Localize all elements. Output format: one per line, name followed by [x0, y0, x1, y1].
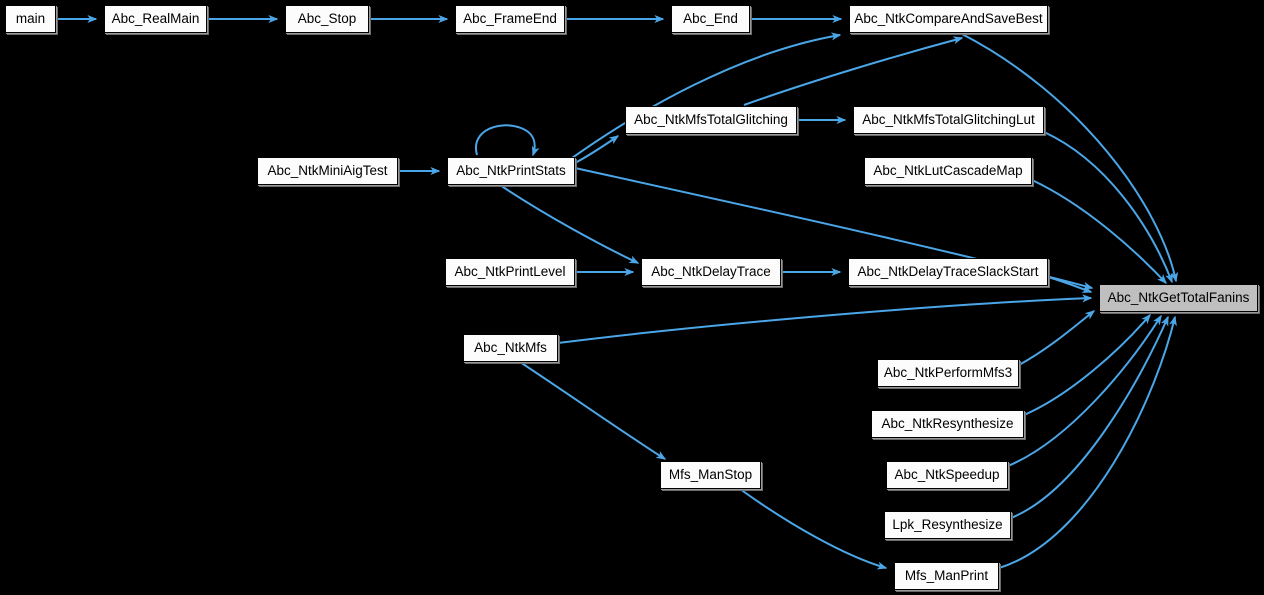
node-label: Abc_NtkMfsTotalGlitching — [634, 112, 788, 128]
node-Abc_End[interactable]: Abc_End — [671, 5, 750, 33]
node-Abc_NtkMiniAigTest[interactable]: Abc_NtkMiniAigTest — [257, 157, 398, 185]
node-label: Abc_NtkMfsTotalGlitchingLut — [862, 112, 1035, 128]
node-label: Abc_End — [683, 11, 738, 27]
node-Abc_NtkMfsTotalGlitchingLut[interactable]: Abc_NtkMfsTotalGlitchingLut — [853, 106, 1044, 134]
node-Abc_FrameEnd[interactable]: Abc_FrameEnd — [455, 5, 565, 33]
edge-glitchinglut-to-gettotalfanins — [1043, 131, 1173, 284]
node-label: Abc_NtkResynthesize — [881, 416, 1014, 432]
node-Abc_NtkCompareAndSaveBest[interactable]: Abc_NtkCompareAndSaveBest — [849, 5, 1048, 33]
edge-printstats-to-mfstotalglitching — [574, 135, 620, 164]
edge-printstats-to-comparesavebest — [571, 32, 842, 159]
node-label: Abc_NtkPrintStats — [456, 163, 566, 179]
node-Abc_NtkResynthesize[interactable]: Abc_NtkResynthesize — [871, 410, 1024, 438]
node-label: Abc_NtkMiniAigTest — [267, 163, 388, 179]
edge-performmfs3-to-gettotalfanins — [1018, 310, 1096, 366]
node-label: Abc_NtkPrintLevel — [454, 264, 566, 280]
node-Abc_Stop[interactable]: Abc_Stop — [285, 5, 369, 33]
edge-resynthesize-to-gettotalfanins — [1023, 313, 1151, 416]
node-Lpk_Resynthesize[interactable]: Lpk_Resynthesize — [884, 511, 1011, 539]
node-label: Abc_NtkCompareAndSaveBest — [854, 11, 1043, 27]
edge-printstats-self-loop — [474, 124, 540, 157]
node-Abc_NtkSpeedup[interactable]: Abc_NtkSpeedup — [886, 461, 1008, 489]
node-Mfs_ManStop[interactable]: Mfs_ManStop — [660, 461, 761, 489]
edge-mfstotalglitching-to-comparesavebest — [743, 36, 964, 106]
node-Abc_NtkPrintStats[interactable]: Abc_NtkPrintStats — [447, 157, 575, 185]
edge-ntkmfs-to-mfsmanstop — [519, 361, 667, 460]
node-label: Abc_FrameEnd — [463, 11, 557, 27]
node-Abc_NtkGetTotalFanins[interactable]: Abc_NtkGetTotalFanins — [1099, 284, 1258, 312]
node-Abc_NtkDelayTraceSlackStart[interactable]: Abc_NtkDelayTraceSlackStart — [848, 258, 1048, 286]
node-Abc_NtkPerformMfs3[interactable]: Abc_NtkPerformMfs3 — [877, 359, 1019, 387]
node-label: Abc_NtkDelayTraceSlackStart — [857, 264, 1039, 280]
node-label: main — [15, 11, 46, 27]
edge-ntkmfs-to-gettotalfanins — [557, 294, 1093, 344]
edge-group — [56, 15, 1179, 570]
node-Mfs_ManPrint[interactable]: Mfs_ManPrint — [894, 562, 999, 590]
edge-speedup-to-gettotalfanins — [1007, 314, 1162, 467]
edge-mfsmanprint-to-gettotalfanins — [998, 315, 1177, 569]
node-label: Lpk_Resynthesize — [892, 517, 1003, 533]
node-label: Abc_NtkLutCascadeMap — [873, 163, 1023, 179]
node-label: Abc_NtkSpeedup — [894, 467, 1000, 483]
node-label: Abc_NtkGetTotalFanins — [1107, 290, 1250, 306]
node-Abc_NtkDelayTrace[interactable]: Abc_NtkDelayTrace — [641, 258, 781, 286]
edge-mfsmanstop-to-mfsmanprint — [739, 488, 888, 570]
edge-printstats-to-delaytrace — [499, 184, 640, 264]
edge-slackstart-to-gettotalfanins — [1047, 276, 1093, 293]
node-label: Abc_NtkPerformMfs3 — [883, 365, 1013, 381]
node-label: Mfs_ManStop — [668, 467, 753, 483]
node-Abc_NtkLutCascadeMap[interactable]: Abc_NtkLutCascadeMap — [864, 157, 1032, 185]
node-label: Abc_NtkDelayTrace — [651, 264, 771, 280]
node-label: Abc_RealMain — [111, 11, 200, 27]
node-label: Abc_NtkMfs — [474, 340, 547, 356]
node-Abc_NtkMfs[interactable]: Abc_NtkMfs — [463, 334, 558, 362]
node-label: Mfs_ManPrint — [904, 568, 989, 584]
node-Abc_RealMain[interactable]: Abc_RealMain — [104, 5, 207, 33]
node-main[interactable]: main — [5, 5, 56, 33]
node-Abc_NtkMfsTotalGlitching[interactable]: Abc_NtkMfsTotalGlitching — [625, 106, 797, 134]
edge-lutcascademap-to-gettotalfanins — [1031, 179, 1167, 285]
node-Abc_NtkPrintLevel[interactable]: Abc_NtkPrintLevel — [445, 258, 575, 286]
edge-lpkresynthesize-to-gettotalfanins — [1010, 315, 1169, 519]
node-label: Abc_Stop — [297, 11, 357, 27]
